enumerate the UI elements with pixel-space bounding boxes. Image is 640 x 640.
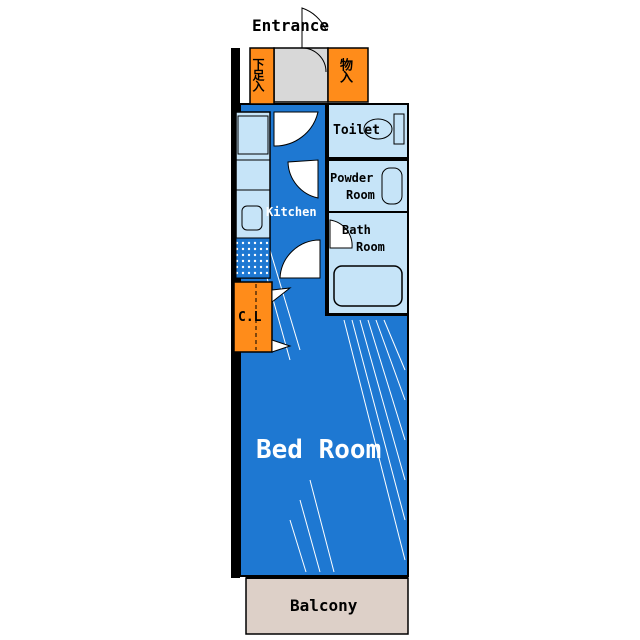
- balcony-area: [245, 577, 409, 635]
- entrance-area: [273, 47, 329, 103]
- window-stripes: [261, 249, 406, 573]
- powder-basin: [381, 167, 403, 205]
- storage-closet: [327, 47, 369, 103]
- interior-doors: [271, 111, 353, 353]
- bath-room-label-2: Room: [356, 240, 385, 254]
- shoe-box: [249, 47, 275, 105]
- entrance-door-swing-2: [301, 47, 327, 73]
- toilet-label: Toilet: [333, 123, 380, 138]
- shoe-box-label: 下足入: [251, 58, 265, 91]
- stove: [235, 237, 271, 279]
- sink: [241, 205, 263, 231]
- closet-label: C.L: [238, 310, 262, 325]
- closet: [233, 281, 273, 353]
- kitchen-label: Kitchen: [266, 205, 317, 219]
- bath-tub: [333, 265, 403, 307]
- storage-label: 物入: [337, 58, 352, 82]
- powder-room-label-1: Powder: [330, 171, 374, 185]
- toilet-bowl: [363, 118, 393, 140]
- bath-room-label-1: Bath: [342, 223, 371, 237]
- toilet-tank: [393, 113, 405, 145]
- powder-room-label-2: Room: [346, 188, 375, 202]
- entrance-label: Entrance: [252, 16, 330, 35]
- bed-room-label: Bed Room: [256, 435, 382, 465]
- fridge: [237, 115, 269, 155]
- entrance-door-swing: [301, 7, 327, 48]
- balcony-label: Balcony: [290, 596, 358, 615]
